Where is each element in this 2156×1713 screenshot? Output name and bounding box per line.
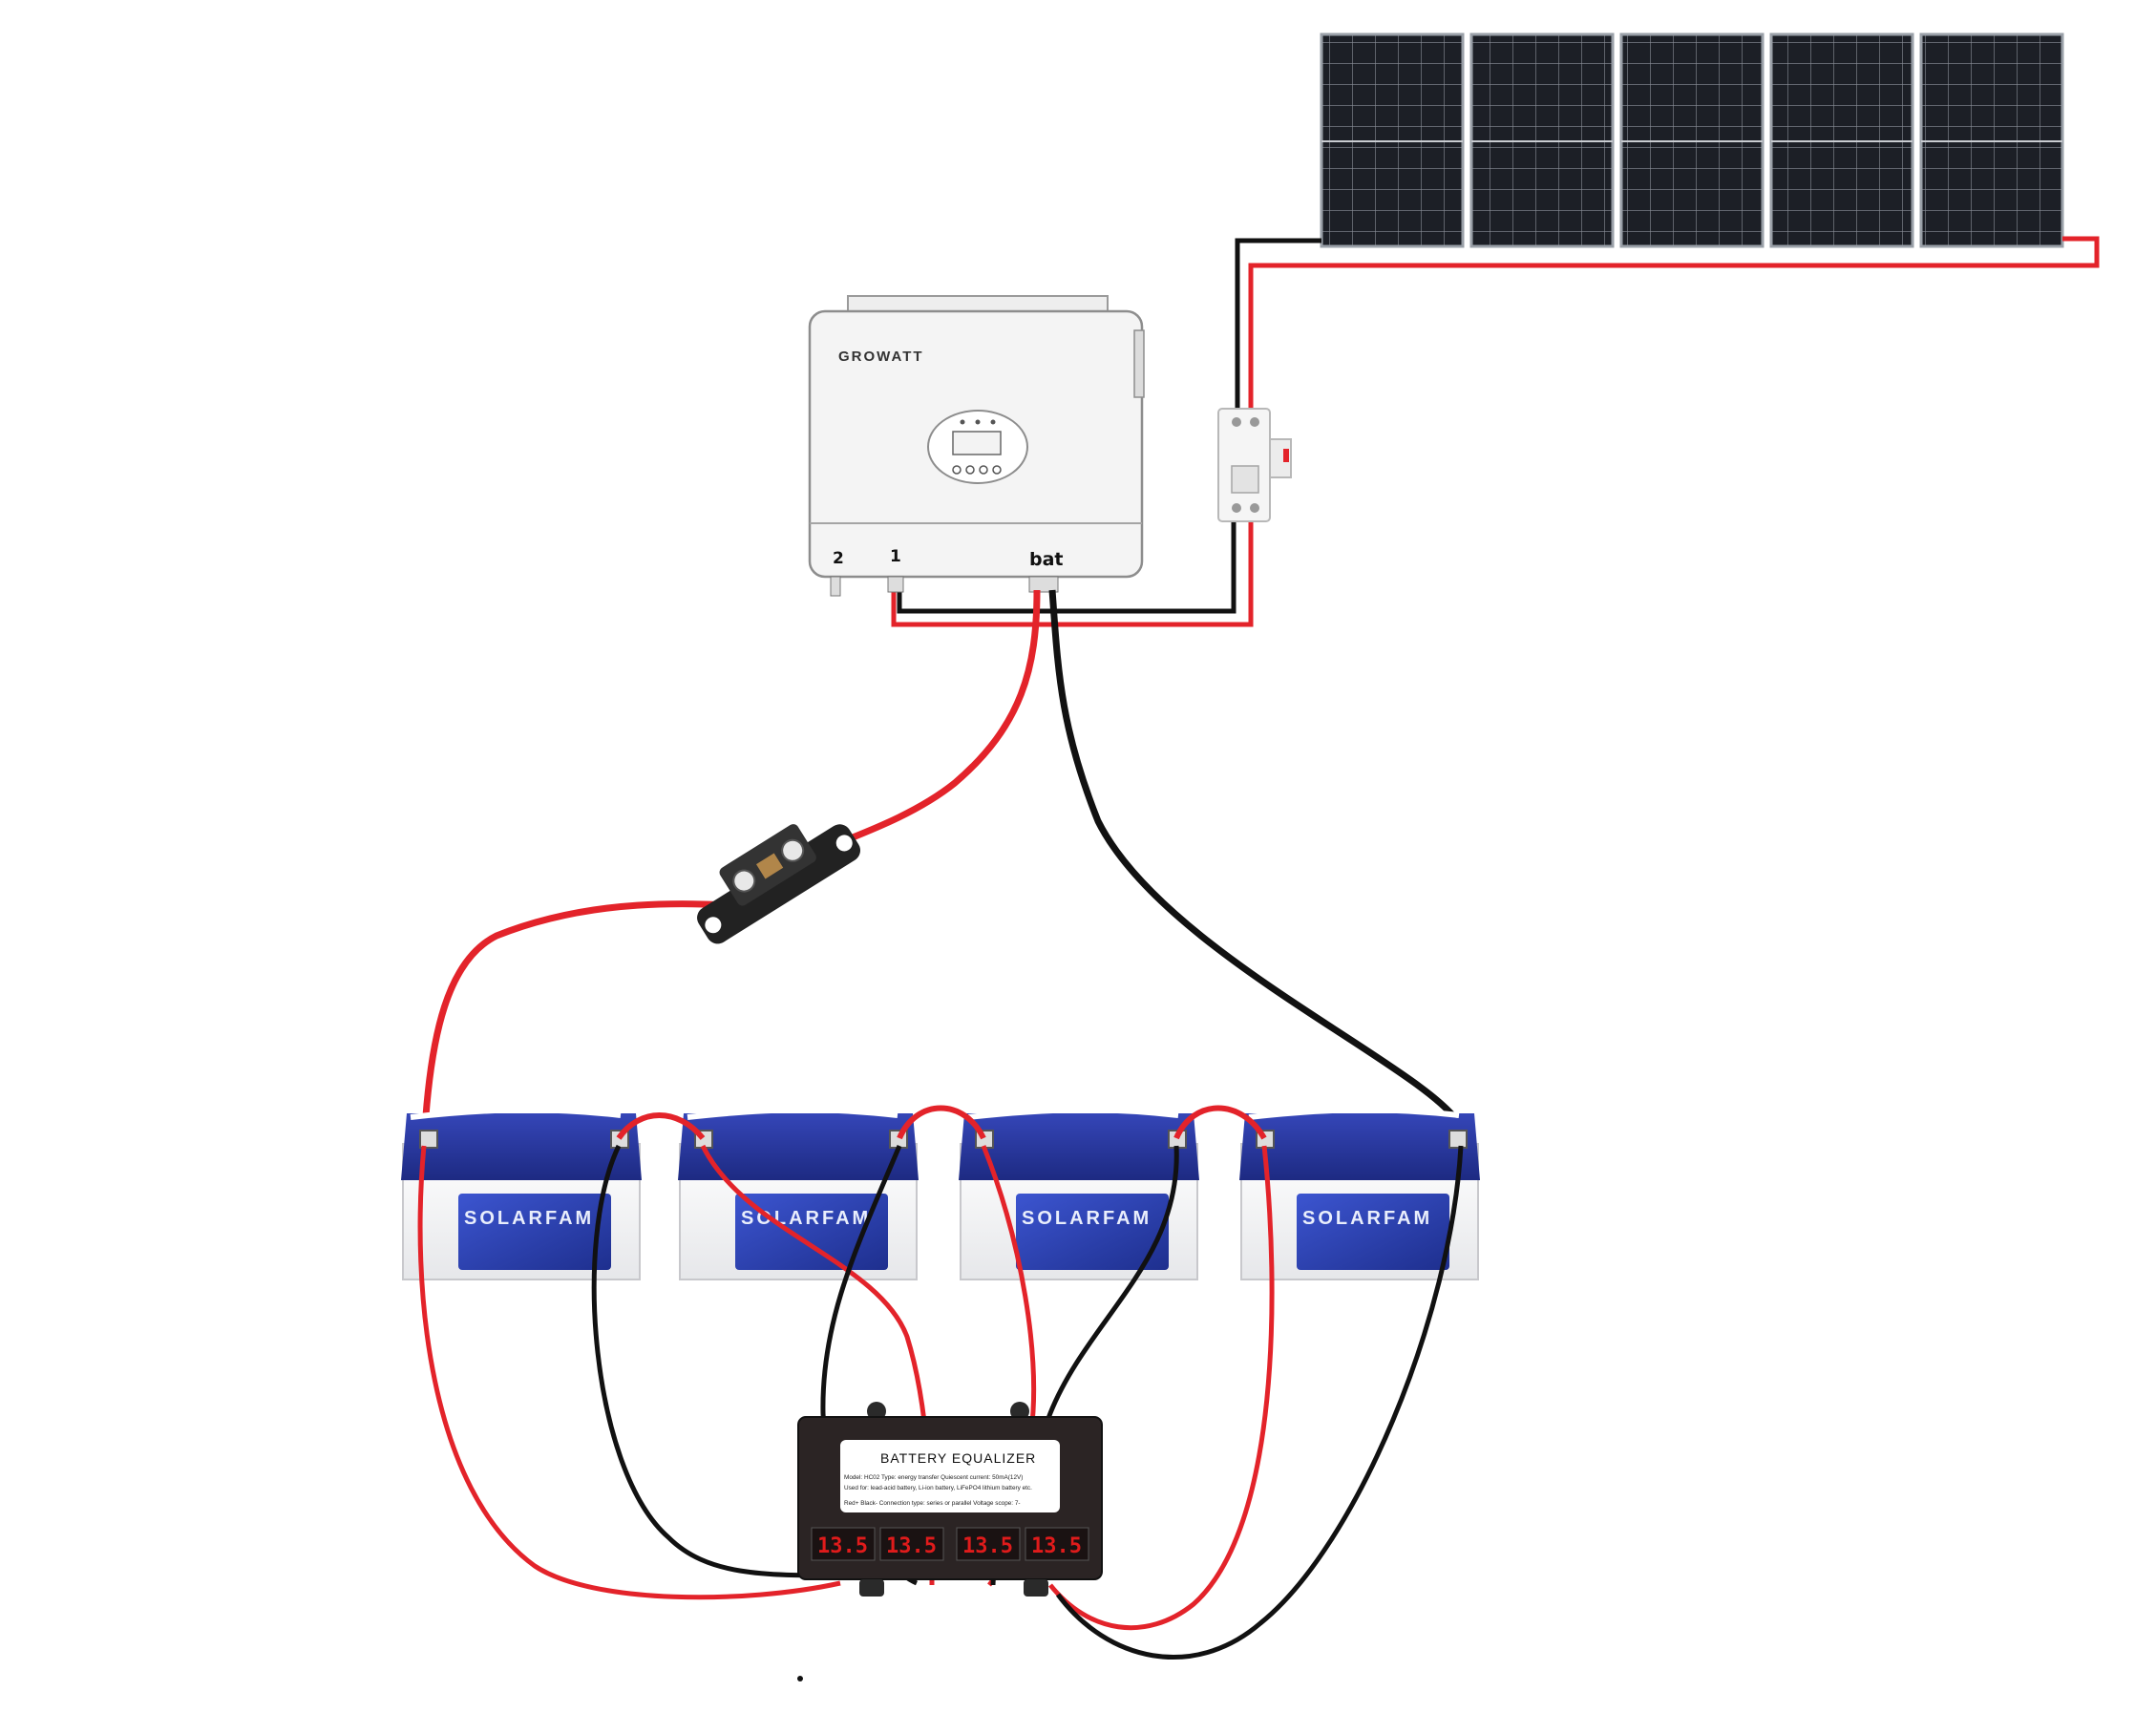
breaker-to-inverter-negative-wire <box>897 516 1237 614</box>
voltage-display: 13.5 <box>956 1527 1021 1561</box>
dc-breaker-icon <box>1217 408 1292 522</box>
solar-panel-icon <box>1469 32 1615 248</box>
inverter-port-1-label: 1 <box>890 547 901 566</box>
equalizer-spec-1: Model: HC02 Type: energy transfer Quiesc… <box>844 1474 1023 1481</box>
solar-array <box>1320 32 2064 248</box>
battery-icon: SOLARFAM <box>1239 1107 1480 1280</box>
voltage-display-4: 13.5 <box>1031 1534 1082 1558</box>
pv-positive-wire <box>1248 236 2100 412</box>
series-links <box>616 1105 1267 1140</box>
fuse-holder-icon <box>697 824 860 944</box>
battery-bank: SOLARFAM SOLARFAM SOLARFAM <box>401 1107 1480 1280</box>
inverter-port-2-label: 2 <box>833 549 844 568</box>
stray-dot <box>797 1676 803 1681</box>
inverter-to-battery4-negative-wire <box>1048 589 1465 1129</box>
breaker-to-inverter-positive-wire <box>891 516 1254 627</box>
series-link-1-2 <box>616 1112 706 1140</box>
solar-panel-icon <box>1320 32 1465 248</box>
series-link-2-3 <box>897 1105 986 1140</box>
solar-panel-icon <box>1769 32 1914 248</box>
pv-wiring <box>891 236 2100 627</box>
voltage-display-2: 13.5 <box>886 1534 937 1558</box>
equalizer-spec-2: Used for: lead-acid battery, Li-ion batt… <box>844 1485 1032 1491</box>
voltage-display: 13.5 <box>811 1527 876 1561</box>
battery-icon: SOLARFAM <box>401 1107 642 1280</box>
inverter-to-fuse-positive-wire <box>810 589 1041 858</box>
battery-equalizer-icon: BATTERY EQUALIZER Model: HC02 Type: ener… <box>797 1402 1103 1597</box>
solar-panel-icon <box>1919 32 2064 248</box>
voltage-display: 13.5 <box>879 1527 944 1561</box>
solar-panel-icon <box>1619 32 1765 248</box>
battery-icon: SOLARFAM <box>678 1107 919 1280</box>
fuse-to-battery1-positive-wire <box>420 900 765 1147</box>
battery-3-brand: SOLARFAM <box>1022 1208 1152 1229</box>
battery-1-brand: SOLARFAM <box>464 1208 594 1229</box>
battery-4-brand: SOLARFAM <box>1302 1208 1432 1229</box>
battery-2-brand: SOLARFAM <box>741 1208 871 1229</box>
voltage-display-1: 13.5 <box>817 1534 868 1558</box>
equalizer-title: BATTERY EQUALIZER <box>880 1450 1036 1466</box>
battery-main-wiring <box>420 589 1465 1147</box>
inverter-brand: GROWATT <box>838 349 924 365</box>
voltage-display: 13.5 <box>1025 1527 1089 1561</box>
battery-icon: SOLARFAM <box>959 1107 1199 1280</box>
pv-negative-wire <box>1235 238 1321 412</box>
voltage-display-3: 13.5 <box>962 1534 1013 1558</box>
series-link-3-4 <box>1173 1105 1267 1140</box>
equalizer-spec-3: Red+ Black- Connection type: series or p… <box>844 1500 1021 1507</box>
inverter-icon: GROWATT 2 1 bat <box>808 295 1145 597</box>
inverter-port-bat-label: bat <box>1029 549 1064 570</box>
